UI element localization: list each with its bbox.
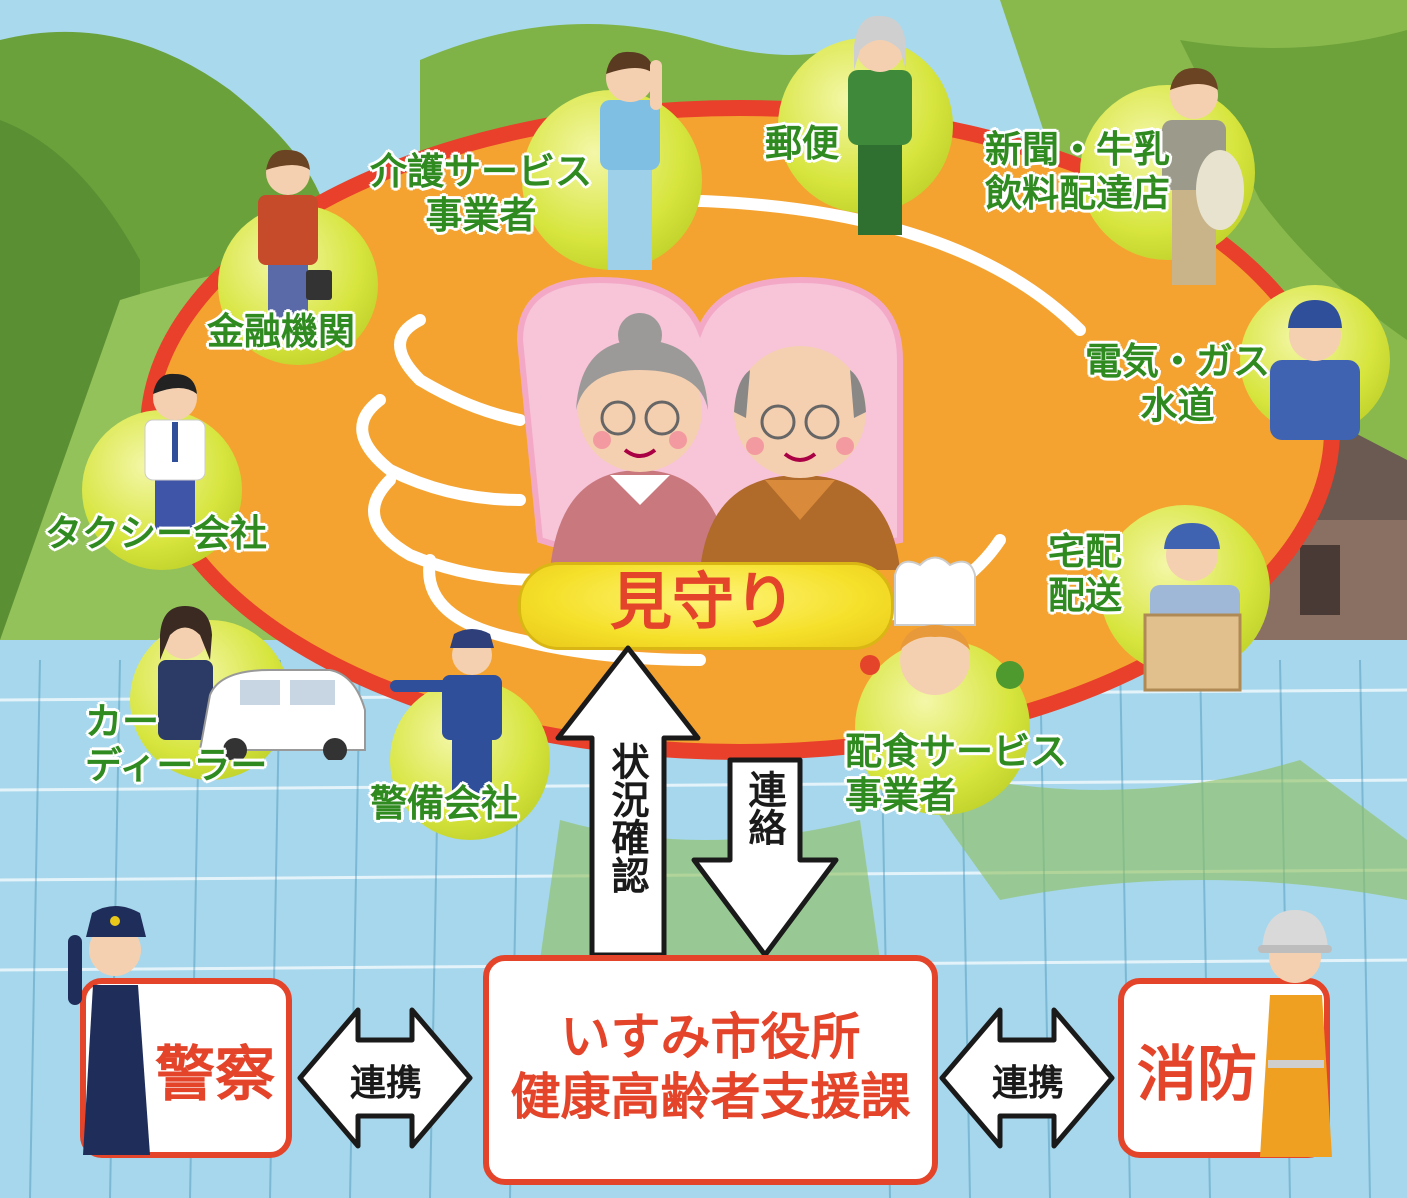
label-kaigo-line1: 介護サービス bbox=[370, 150, 592, 193]
label-haishoku-line1: 配食サービス bbox=[845, 730, 1067, 773]
label-denki-line2: 水道 bbox=[1140, 384, 1215, 427]
newspaper-deliverer-figure bbox=[1162, 68, 1244, 285]
label-haishoku-line2: 事業者 bbox=[845, 774, 956, 817]
label-takuhai-line2: 配送 bbox=[1048, 574, 1122, 617]
down-arrow bbox=[691, 757, 839, 958]
label-kinyu-line1: 金融機関 bbox=[207, 310, 355, 353]
label-denki: 電気・ガス 水道 bbox=[1085, 340, 1270, 428]
car-dealer-figure bbox=[158, 606, 366, 760]
label-shinbun: 新聞・牛乳 飲料配達店 bbox=[985, 128, 1170, 216]
police-label: 警察 bbox=[155, 1040, 275, 1110]
mimamori-label: 見守り bbox=[609, 565, 796, 638]
city-office-box bbox=[483, 955, 938, 1185]
security-guard-figure bbox=[390, 629, 502, 800]
bank-worker-figure bbox=[258, 149, 332, 320]
care-worker-figure bbox=[600, 51, 662, 270]
up-arrow-label: 状況確認 bbox=[605, 742, 649, 894]
label-kinyu: 金融機関 bbox=[207, 310, 355, 354]
mimamori-pill bbox=[518, 562, 894, 650]
city-office-line2: 健康高齢者支援課 bbox=[510, 1068, 911, 1126]
label-denki-line1: 電気・ガス bbox=[1085, 340, 1270, 383]
senior-couple-illustration bbox=[550, 313, 900, 570]
label-kaigo: 介護サービス 事業者 bbox=[370, 150, 592, 238]
firefighter-figure bbox=[1258, 910, 1332, 1157]
label-taxi-line1: タクシー会社 bbox=[45, 512, 267, 555]
label-haishoku: 配食サービス 事業者 bbox=[845, 730, 1067, 818]
utility-worker-figure bbox=[1270, 300, 1360, 440]
cooperation-left-label: 連携 bbox=[349, 1063, 422, 1104]
label-car-line1: カー bbox=[85, 700, 159, 743]
label-takuhai-line1: 宅配 bbox=[1048, 530, 1122, 573]
left-double-arrow bbox=[297, 1007, 473, 1149]
label-keibi: 警備会社 bbox=[370, 782, 518, 826]
label-car-line2: ディーラー bbox=[85, 744, 268, 787]
fire-label: 消防 bbox=[1137, 1040, 1257, 1110]
label-yubin-line1: 郵便 bbox=[765, 122, 839, 165]
meal-delivery-chef-figure bbox=[860, 556, 1024, 695]
label-takuhai: 宅配 配送 bbox=[1048, 530, 1122, 618]
label-taxi: タクシー会社 bbox=[45, 512, 267, 556]
label-shinbun-line1: 新聞・牛乳 bbox=[985, 128, 1170, 171]
postal-worker-figure bbox=[848, 15, 912, 235]
label-keibi-line1: 警備会社 bbox=[370, 782, 518, 825]
label-kaigo-line2: 事業者 bbox=[425, 194, 537, 237]
down-arrow-label: 連絡 bbox=[742, 770, 786, 846]
right-double-arrow bbox=[939, 1007, 1115, 1149]
city-office-line1: いすみ市役所 bbox=[560, 1008, 861, 1066]
cooperation-right-label: 連携 bbox=[991, 1063, 1064, 1104]
label-yubin: 郵便 bbox=[765, 122, 839, 166]
label-shinbun-line2: 飲料配達店 bbox=[985, 172, 1170, 215]
taxi-driver-figure bbox=[144, 373, 206, 530]
police-officer-figure bbox=[68, 906, 150, 1155]
label-car: カー ディーラー bbox=[85, 700, 267, 788]
delivery-worker-figure bbox=[1143, 523, 1242, 692]
